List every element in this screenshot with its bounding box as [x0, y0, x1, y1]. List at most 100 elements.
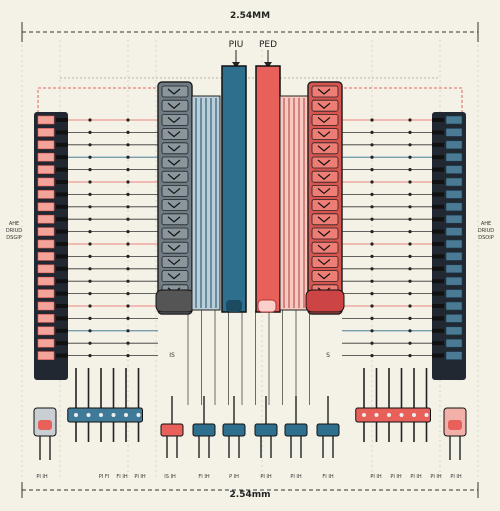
- bottom-label: PI IH: [410, 474, 422, 480]
- header-right-pin: [445, 152, 463, 162]
- ribbon-blue-tip: [226, 300, 242, 312]
- header-right-pin: [445, 202, 463, 212]
- connector-left-cell: [161, 255, 189, 268]
- wire-node: [408, 316, 412, 320]
- connector-left-glyph: [167, 187, 181, 195]
- header-right-pin: [445, 214, 463, 224]
- wire-node: [408, 304, 412, 308]
- connector-right-cell: [311, 184, 339, 197]
- connector-right-glyph: [317, 216, 331, 223]
- connector-left-glyph: [167, 230, 181, 237]
- component-layer: [33, 65, 467, 460]
- wire-node: [408, 292, 412, 296]
- wire-node: [88, 143, 92, 147]
- wire-node: [370, 118, 374, 122]
- wire-node: [408, 205, 412, 209]
- header-right-pin: [445, 115, 463, 125]
- wire-node: [408, 118, 412, 122]
- wire-node: [370, 168, 374, 172]
- header-right-pin: [445, 326, 463, 336]
- connector-right-cell: [311, 227, 339, 240]
- header-bottom-right-body: [355, 407, 431, 423]
- wire-node: [370, 205, 374, 209]
- wire-node: [370, 316, 374, 320]
- connector-right-glyph: [317, 159, 331, 166]
- header-bottom-left-hole: [74, 413, 78, 417]
- wire-node: [88, 130, 92, 134]
- side-label-right: AHE DRIUD DSOIP: [478, 221, 494, 241]
- connector-left-glyph: [167, 273, 181, 280]
- connector-right-glyph: [317, 187, 331, 195]
- header-right-lead: [432, 180, 444, 184]
- header-bottom-left-body: [67, 407, 143, 423]
- connector-left-cell: [161, 85, 189, 98]
- header-right-lead: [432, 291, 444, 296]
- header-left-lead: [56, 291, 68, 296]
- header-right-lead: [432, 316, 444, 321]
- connector-left-glyph: [167, 244, 181, 251]
- header-left-pin: [37, 214, 55, 224]
- header-right-pin: [445, 289, 463, 298]
- side-label-left-line-2: DRIUD: [6, 228, 22, 234]
- header-right-lead: [432, 328, 444, 333]
- connector-right-glyph: [317, 230, 331, 237]
- bottom-label: PI IH: [370, 474, 382, 480]
- header-right-pin: [445, 165, 463, 174]
- header-left-pin: [37, 338, 55, 348]
- connector-left-cell: [161, 227, 189, 240]
- header-left-pin: [37, 239, 55, 249]
- header-left-pin: [37, 301, 55, 311]
- wire-node: [126, 279, 130, 283]
- connector-right-cell: [311, 99, 339, 112]
- header-right-lead: [432, 130, 444, 135]
- connector-right-cell: [311, 241, 339, 254]
- wire-node: [126, 180, 130, 184]
- bottom-label: FI IH: [116, 474, 127, 480]
- header-bottom-left-hole: [136, 413, 141, 417]
- connector-left-cell: [161, 99, 189, 112]
- connector-left-glyph: [167, 131, 181, 138]
- ribbon-red-tip: [257, 299, 277, 313]
- wire-node: [408, 217, 412, 221]
- header-right-pin: [445, 177, 463, 187]
- header-left-pin: [37, 252, 55, 261]
- endcap-right-tab: [448, 420, 462, 430]
- side-label-right-line-2: DRIUD: [478, 228, 494, 234]
- wire-node: [88, 205, 92, 209]
- connector-right-glyph: [317, 202, 331, 209]
- header-left-pin: [37, 276, 55, 286]
- connector-right-cell: [311, 270, 339, 283]
- wire-node: [370, 155, 374, 159]
- wire-node: [126, 130, 130, 134]
- wire-node: [126, 292, 130, 296]
- dimension-top: 2.54MM: [21, 11, 479, 42]
- header-left-lead: [56, 279, 68, 284]
- header-left-lead: [56, 217, 68, 222]
- wire-node: [126, 118, 130, 122]
- wire-node: [126, 230, 130, 234]
- wire-node: [370, 242, 374, 246]
- wire-node: [370, 292, 374, 296]
- wire-node: [126, 143, 130, 147]
- connector-right-glyph: [317, 88, 331, 95]
- wire-node: [370, 230, 374, 234]
- wire-node: [370, 329, 374, 333]
- wire-node: [126, 304, 130, 308]
- header-right-lead: [432, 353, 444, 358]
- header-left-lead: [56, 254, 68, 259]
- connector-right-cell: [311, 128, 339, 141]
- header-left-pin: [37, 289, 55, 298]
- header-left-pin: [37, 351, 55, 360]
- header-left-lead: [56, 242, 68, 246]
- header-bottom-left-hole: [124, 413, 128, 417]
- connector-left-cell: [161, 128, 189, 141]
- wire-node: [88, 192, 92, 196]
- header-right-lead: [432, 204, 444, 209]
- side-label-left-line-1: AHE: [9, 221, 19, 227]
- wire-node: [88, 316, 92, 320]
- dimension-bottom: 2.54mm: [21, 482, 479, 500]
- header-right-lead: [432, 142, 444, 147]
- header-left-lead: [56, 180, 68, 184]
- header-left-lead: [56, 229, 68, 234]
- header-left-lead: [56, 130, 68, 135]
